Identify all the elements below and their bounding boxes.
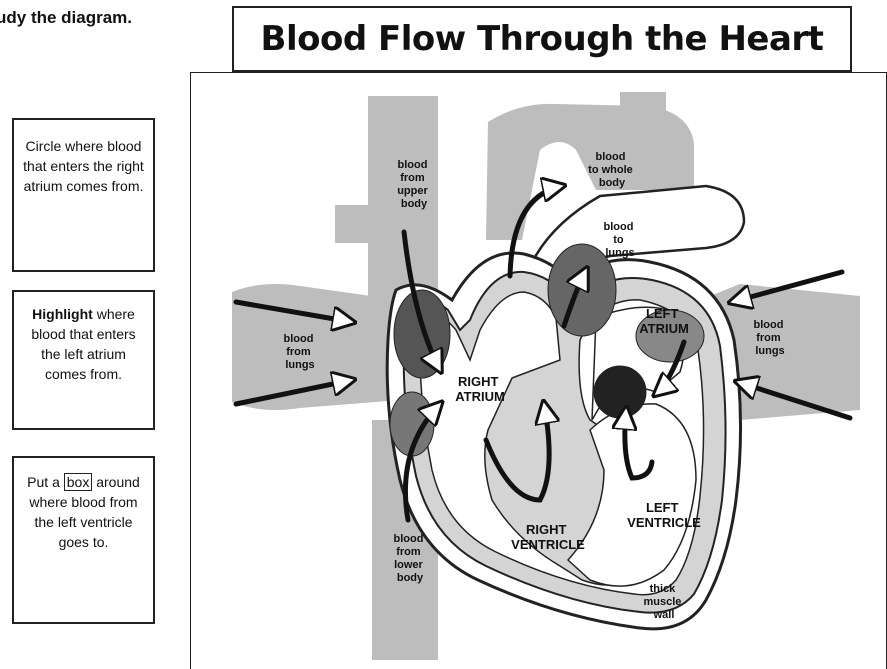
label-lower-body-4: body bbox=[397, 572, 424, 584]
upper-branch bbox=[335, 205, 435, 243]
label-right-ventricle-2: VENTRICLE bbox=[511, 537, 585, 552]
label-lower-body-2: from bbox=[396, 546, 421, 558]
label-upper-body-3: upper bbox=[397, 185, 428, 197]
label-lungs-left-2: from bbox=[286, 346, 311, 358]
label-left-ventricle-1: LEFT bbox=[646, 500, 679, 515]
label-whole-body-2: to whole bbox=[588, 164, 633, 176]
label-upper-body-2: from bbox=[400, 172, 425, 184]
label-lungs-right-1: blood bbox=[754, 319, 784, 331]
highlight-task-keyword: Highlight bbox=[32, 306, 93, 322]
label-right-atrium-2: ATRIUM bbox=[455, 389, 505, 404]
label-left-atrium: LEFT ATRIUM bbox=[639, 306, 689, 336]
label-right-ventricle-1: RIGHT bbox=[526, 522, 567, 537]
label-muscle-wall-2: muscle bbox=[644, 596, 682, 608]
label-muscle-wall-3: wall bbox=[653, 609, 675, 621]
instruction-text: udy the diagram. bbox=[0, 8, 132, 28]
box-task-prefix: Put a bbox=[27, 474, 60, 490]
label-whole-body-1: blood bbox=[596, 151, 626, 163]
page-title: Blood Flow Through the Heart bbox=[261, 19, 824, 59]
label-upper-body-1: blood bbox=[398, 159, 428, 171]
label-muscle-wall-1: thick bbox=[650, 583, 677, 595]
label-upper-body-4: body bbox=[401, 198, 428, 210]
circle-task-text: Circle where blood that enters the right… bbox=[23, 138, 144, 194]
label-left-atrium-2: ATRIUM bbox=[639, 321, 689, 336]
label-lower-body-1: blood bbox=[394, 533, 424, 545]
label-to-lungs-3: lungs bbox=[605, 247, 634, 259]
label-lungs-right-2: from bbox=[756, 332, 781, 344]
label-lungs-right: blood from lungs bbox=[754, 319, 787, 357]
label-whole-body-3: body bbox=[599, 177, 626, 189]
label-lungs-left-3: lungs bbox=[285, 359, 314, 371]
label-lungs-left-1: blood bbox=[284, 333, 314, 345]
label-upper-body: blood from upper body bbox=[397, 159, 431, 210]
label-lungs-left: blood from lungs bbox=[284, 333, 317, 371]
label-right-atrium-1: RIGHT bbox=[458, 374, 499, 389]
label-lungs-right-3: lungs bbox=[755, 345, 784, 357]
circle-task-card: Circle where blood that enters the right… bbox=[12, 118, 155, 272]
label-to-lungs-1: blood bbox=[604, 221, 634, 233]
highlight-task-card: Highlight where blood that enters the le… bbox=[12, 290, 155, 430]
box-task-card: Put a box around where blood from the le… bbox=[12, 456, 155, 624]
aortic-branch bbox=[620, 92, 666, 152]
label-lower-body-3: lower bbox=[394, 559, 423, 571]
aortic-valve bbox=[594, 366, 646, 418]
left-pulmonary-veins bbox=[232, 284, 400, 410]
label-right-atrium: RIGHT ATRIUM bbox=[455, 374, 505, 404]
label-to-lungs-2: to bbox=[613, 234, 624, 246]
heart-diagram: blood from upper body blood to whole bod… bbox=[190, 72, 887, 669]
title-box: Blood Flow Through the Heart bbox=[232, 6, 852, 72]
box-task-keyword: box bbox=[64, 473, 93, 491]
label-left-atrium-1: LEFT bbox=[646, 306, 679, 321]
label-left-ventricle-2: VENTRICLE bbox=[627, 515, 701, 530]
label-lower-body: blood from lower body bbox=[394, 533, 427, 584]
upper-valve bbox=[394, 290, 450, 378]
